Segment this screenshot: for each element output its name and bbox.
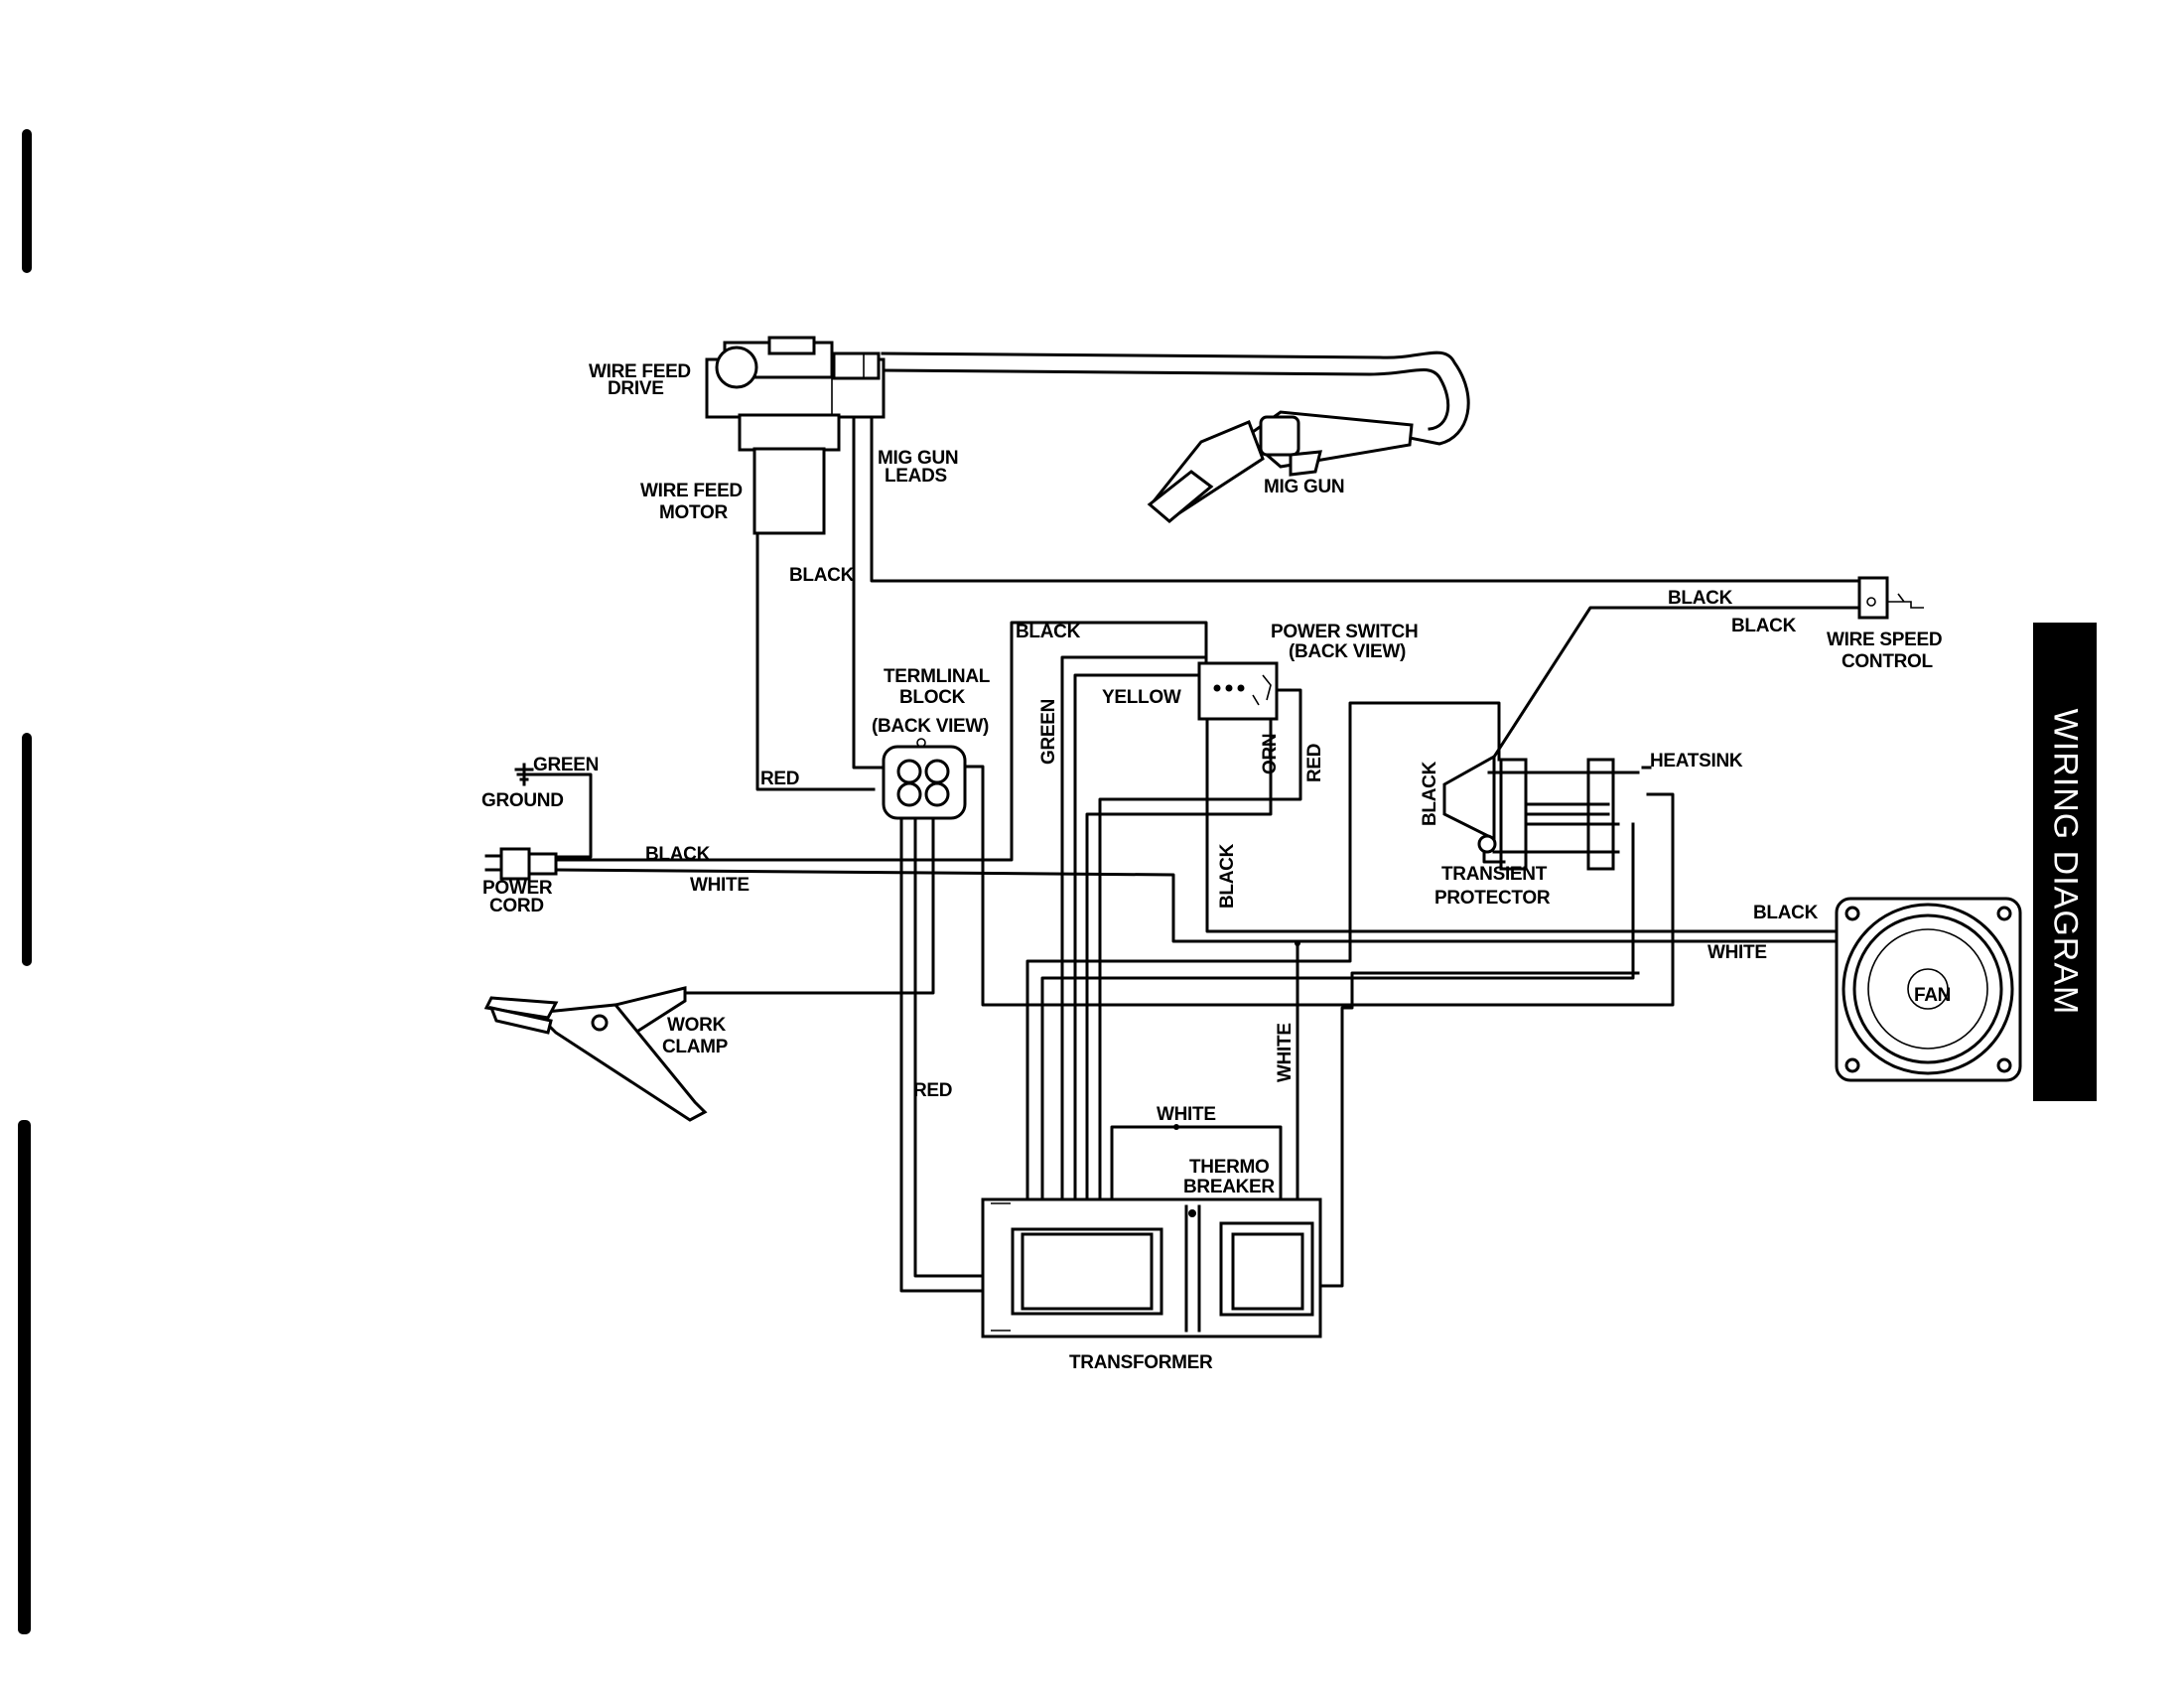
ground-green-wire — [539, 772, 593, 859]
wire-label-white-breaker: WHITE — [1157, 1104, 1216, 1125]
power-switch-label-1: POWER SWITCH — [1271, 622, 1418, 642]
mig-gun-leads-label-2: LEADS — [885, 466, 947, 487]
transformer-loop-b — [1040, 822, 1635, 1236]
heatsink-assembly — [1442, 754, 1652, 871]
wire-feed-motor — [738, 413, 841, 535]
work-clamp — [483, 986, 708, 1122]
thermo-breaker-label-2: BREAKER — [1183, 1177, 1275, 1197]
transformer-right-wire — [1308, 971, 1640, 1288]
terminal-right-wire — [966, 765, 1675, 1007]
transformer — [981, 1197, 1322, 1338]
power-cord-black — [554, 621, 1208, 862]
black-motor-wire — [852, 400, 887, 770]
heatsink-label: HEATSINK — [1650, 751, 1743, 772]
wire-label-black-fan: BLACK — [1753, 903, 1819, 923]
wiring-diagram-tab: WIRING DIAGRAM — [2033, 623, 2097, 1101]
transformer-loop-a — [1025, 701, 1501, 1236]
mig-gun-cable — [881, 351, 1470, 446]
terminal-block-label-1: TERMLINAL — [884, 666, 991, 687]
power-cord-white — [554, 868, 1844, 943]
black-switch-down — [1205, 705, 1580, 933]
fan — [1835, 897, 2022, 1082]
wire-speed-control-label-2: CONTROL — [1842, 651, 1934, 672]
wire-label-black-motor: BLACK — [789, 565, 855, 586]
ground-label: GROUND — [481, 790, 564, 811]
transient-protector-label-1: TRANSIENT — [1441, 864, 1548, 885]
wire-speed-control-label-1: WIRE SPEED — [1827, 630, 1942, 650]
power-switch[interactable] — [1197, 661, 1279, 721]
binder-mark-bottom — [18, 1120, 31, 1634]
wire-label-black-speed-bottom: BLACK — [1731, 616, 1797, 636]
thermo-breaker — [1173, 940, 1300, 1130]
black-speed-wire — [1486, 606, 1866, 768]
wire-label-orn: ORN — [1260, 734, 1281, 774]
wire-feed-drive — [705, 336, 886, 419]
wire-label-white-cord: WHITE — [690, 875, 750, 896]
power-cord-label-1: POWER — [482, 878, 553, 899]
binder-mark-top — [22, 129, 32, 273]
wire-label-red-switch: RED — [1304, 744, 1325, 782]
breaker-white-loop — [1110, 1125, 1283, 1236]
transient-protector-label-2: PROTECTOR — [1434, 888, 1551, 909]
wire-labels: BLACK BLACK BLACK BLACK YELLOW GREEN RED… — [533, 565, 1819, 1125]
wire-label-black-switch: BLACK — [1016, 622, 1081, 642]
mig-gun-cable-return — [881, 367, 1450, 431]
component-labels: WIRE FEED DRIVE MIG GUN LEADS MIG GUN WI… — [481, 361, 1951, 1373]
wire-label-black-heatsink: BLACK — [1420, 761, 1440, 826]
terminal-block-label-3: (BACK VIEW) — [872, 716, 989, 737]
ground-symbol — [514, 763, 543, 786]
red-motor-wire — [755, 524, 876, 791]
yellow-switch-wire — [1073, 673, 1211, 1236]
work-clamp-label-2: CLAMP — [662, 1037, 729, 1057]
wire-label-white-vertical: WHITE — [1275, 1023, 1296, 1082]
mig-gun-leads-label-1: MIG GUN — [878, 448, 958, 469]
binder-mark-middle — [22, 733, 32, 966]
white-vertical-wire — [1279, 941, 1299, 1230]
wire-label-green-switch: GREEN — [1038, 699, 1059, 765]
power-switch-label-2: (BACK VIEW) — [1289, 641, 1406, 662]
wire-feed-motor-label-2: MOTOR — [659, 502, 728, 523]
wire-feed-drive-label-1: WIRE FEED — [589, 361, 691, 382]
green-switch-wire — [1060, 655, 1208, 1236]
wire-label-green-ground: GREEN — [533, 755, 599, 775]
wire-label-black-speed-top: BLACK — [1668, 588, 1733, 609]
mig-gun-label: MIG GUN — [1264, 477, 1344, 497]
wire-feed-motor-label-1: WIRE FEED — [640, 481, 743, 501]
wire-feed-drive-label-2: DRIVE — [608, 378, 664, 399]
thermo-breaker-label-1: THERMO — [1189, 1157, 1270, 1178]
wire-label-white-fan: WHITE — [1707, 942, 1767, 963]
fan-label: FAN — [1914, 985, 1951, 1006]
terminal-block-label-2: BLOCK — [899, 687, 966, 708]
side-tab-title: WIRING DIAGRAM — [2046, 708, 2085, 1016]
wire-label-red-motor: RED — [760, 769, 799, 789]
wire-speed-control — [1857, 576, 1924, 620]
wire-label-red-lower: RED — [913, 1080, 952, 1101]
orn-switch-wire — [1085, 705, 1273, 1236]
power-cord-plug — [484, 847, 558, 881]
transformer-label: TRANSFORMER — [1069, 1352, 1213, 1373]
wire-label-black-cord: BLACK — [645, 844, 711, 865]
mig-gun — [1147, 410, 1414, 523]
wire-label-yellow: YELLOW — [1102, 687, 1181, 708]
terminal-block[interactable] — [882, 738, 967, 820]
red-switch-wire — [1098, 688, 1302, 1236]
wire-label-black-vertical: BLACK — [1217, 843, 1238, 909]
power-cord-label-2: CORD — [489, 896, 544, 916]
work-clamp-label-1: WORK — [667, 1015, 727, 1036]
work-clamp-cable — [683, 810, 935, 995]
